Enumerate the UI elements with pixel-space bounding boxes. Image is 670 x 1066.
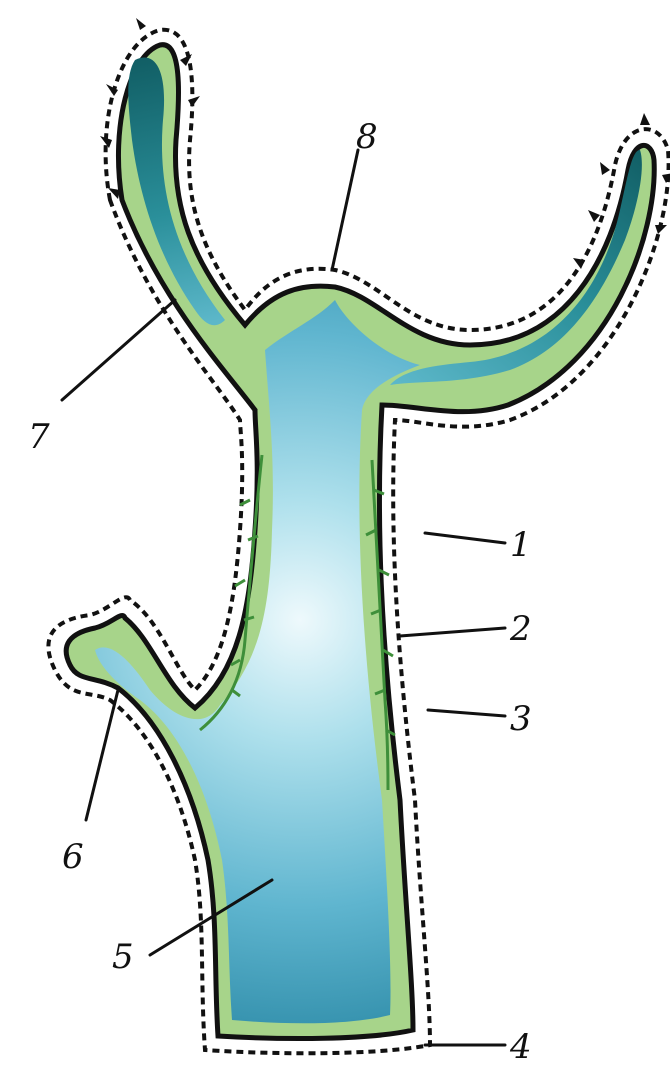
label-7: 7 <box>28 417 50 457</box>
label-2: 2 <box>509 609 532 649</box>
label-6: 6 <box>62 837 84 877</box>
leader-line-7 <box>62 300 175 400</box>
leader-line-3 <box>428 710 505 716</box>
leader-line-1 <box>425 533 505 543</box>
label-1: 1 <box>510 525 532 565</box>
leader-line-2 <box>400 628 505 636</box>
label-5: 5 <box>112 937 134 977</box>
label-8: 8 <box>356 117 378 157</box>
label-3: 3 <box>510 699 532 739</box>
leader-line-8 <box>332 150 358 270</box>
label-4: 4 <box>509 1027 532 1066</box>
leader-line-6 <box>86 690 118 820</box>
